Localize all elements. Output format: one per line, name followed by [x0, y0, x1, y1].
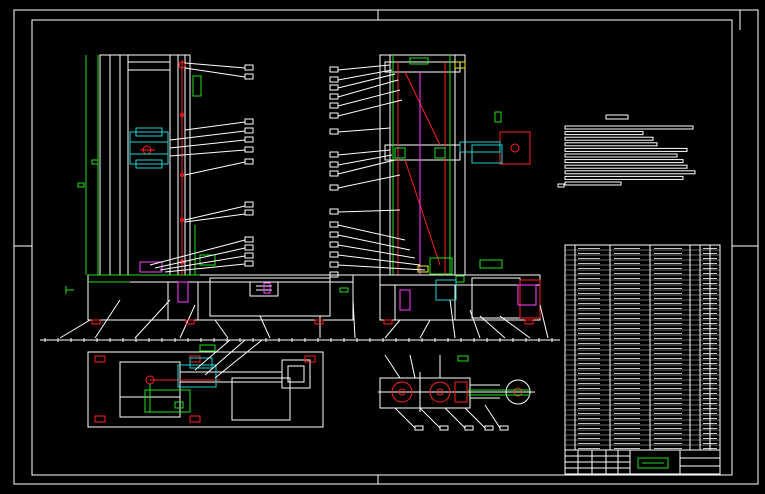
note-line	[564, 142, 658, 147]
plan-view-right	[378, 354, 535, 431]
title-block-logo	[637, 457, 669, 469]
bom-text-marks	[578, 248, 717, 449]
note-line	[564, 181, 622, 186]
note-line	[557, 183, 565, 188]
note-line	[564, 136, 654, 141]
note-line	[564, 164, 688, 169]
plan-view-left	[87, 339, 324, 428]
side-elevation-view	[329, 54, 549, 339]
dimension-ticks	[44, 338, 553, 342]
technical-requirements-block	[557, 114, 696, 188]
note-line	[564, 153, 678, 158]
bom-rows	[565, 249, 720, 446]
note-line	[564, 125, 694, 130]
title-block	[564, 449, 721, 475]
note-line	[564, 159, 684, 164]
note-line	[564, 170, 696, 175]
drawing-frame	[13, 9, 759, 485]
front-elevation-view	[59, 54, 356, 339]
note-line	[564, 131, 644, 136]
note-line	[564, 147, 688, 152]
note-line	[564, 175, 684, 180]
